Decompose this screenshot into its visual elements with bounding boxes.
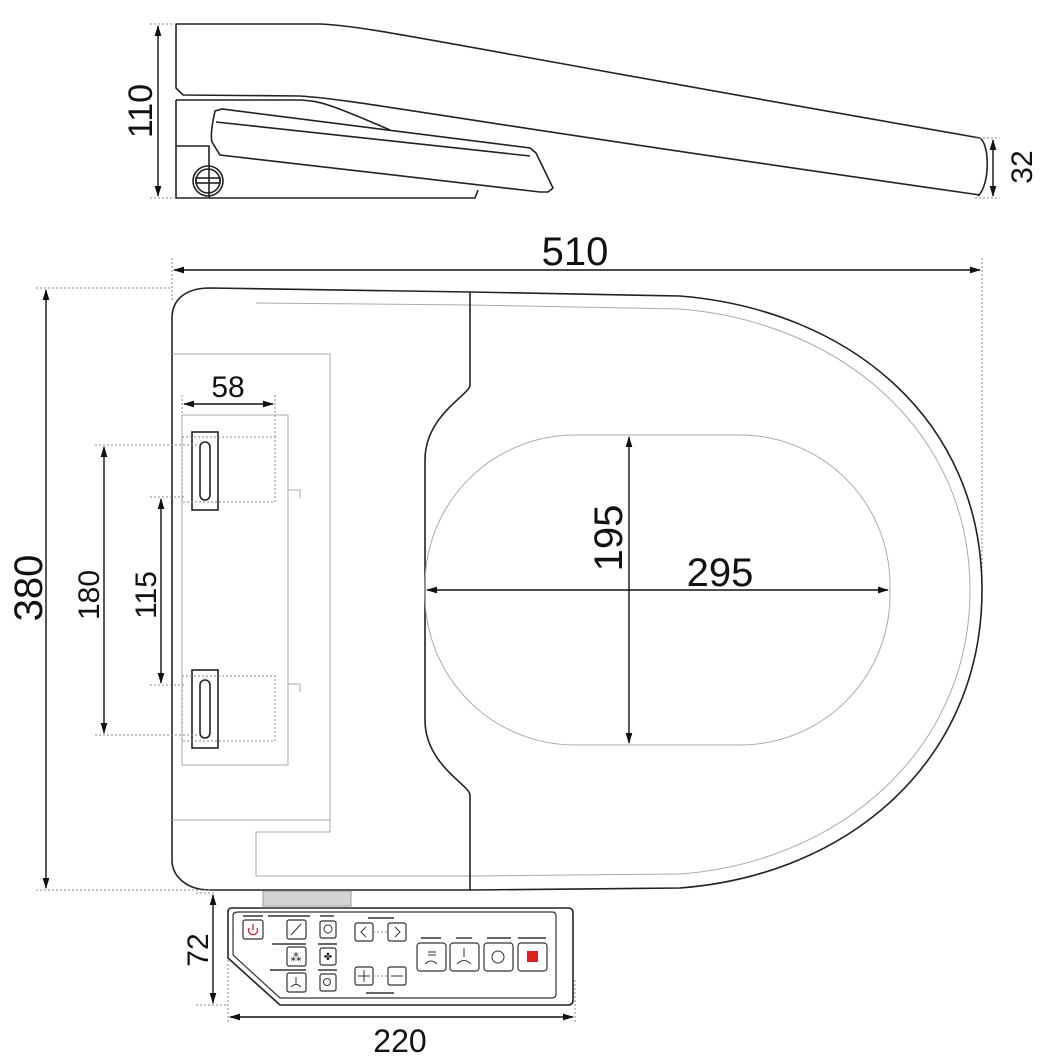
dryer-button[interactable]: ✤	[319, 947, 337, 966]
opening-outline	[424, 434, 891, 746]
lid-bottom-outline	[175, 24, 981, 196]
width-label: 380	[7, 555, 51, 622]
control-panel: ⁂ ✤ 72 220	[182, 890, 576, 1059]
deodorize-button[interactable]	[319, 920, 337, 939]
right-button[interactable]	[387, 922, 407, 942]
massage-button[interactable]	[483, 942, 514, 972]
wash-icon	[456, 948, 472, 965]
lady-wash-button[interactable]	[416, 942, 447, 972]
side-view: 110 32	[122, 23, 1039, 199]
settings-button[interactable]	[319, 973, 337, 992]
plus-button[interactable]	[354, 966, 374, 986]
lid-top-outline	[176, 23, 989, 197]
hinge-screw-icon	[192, 165, 224, 197]
nozzle-clean-button[interactable]	[286, 919, 307, 940]
left-button[interactable]	[354, 922, 374, 942]
seat-edge-line	[215, 121, 531, 157]
hinge-inner-span-label: 115	[130, 571, 163, 619]
hinge-block	[176, 145, 210, 198]
power-button[interactable]	[242, 919, 264, 940]
hinge-outer-span-label: 180	[73, 570, 106, 620]
seat-top-line	[176, 99, 391, 131]
opening-length-label: 295	[687, 551, 754, 595]
hinge-top	[181, 431, 301, 511]
panel-width-label: 220	[373, 1023, 426, 1059]
fan-icon: ✤	[324, 952, 332, 963]
seat-hinge-divider	[424, 292, 471, 890]
stop-icon	[527, 951, 538, 962]
panel-connector	[262, 890, 352, 907]
seat-body	[210, 108, 554, 193]
plus-icon	[358, 970, 370, 982]
opening-width-label: 195	[587, 505, 631, 572]
stop-button[interactable]	[517, 942, 548, 972]
wash-button[interactable]	[449, 942, 480, 972]
minus-button[interactable]	[387, 966, 407, 986]
hinge-plate	[181, 414, 289, 766]
rear-wash-icon	[290, 977, 302, 988]
spray-button[interactable]: ⁂	[286, 946, 307, 967]
lady-wash-icon	[424, 951, 438, 965]
nozzle-icon	[290, 923, 302, 936]
side-height-label: 110	[122, 84, 160, 138]
top-view: 510 195 295 58 180 115 380	[7, 230, 983, 891]
chevron-right-icon	[394, 926, 401, 938]
rear-wash-button[interactable]	[286, 972, 307, 993]
deodorize-icon	[323, 924, 333, 934]
hinge-bottom	[181, 669, 301, 749]
spray-icon: ⁂	[291, 952, 302, 964]
user-icon	[323, 978, 331, 986]
panel-outline	[227, 907, 574, 1006]
power-icon	[247, 924, 259, 936]
inner-contour	[172, 302, 971, 877]
chevron-left-icon	[360, 926, 367, 938]
hinge-width-label: 58	[211, 371, 244, 404]
length-label: 510	[542, 230, 609, 274]
panel-height-label: 72	[182, 933, 215, 966]
seat-outline	[171, 287, 983, 891]
tip-height-label: 32	[1006, 150, 1039, 183]
massage-icon	[491, 950, 505, 964]
base-outline	[175, 100, 479, 199]
